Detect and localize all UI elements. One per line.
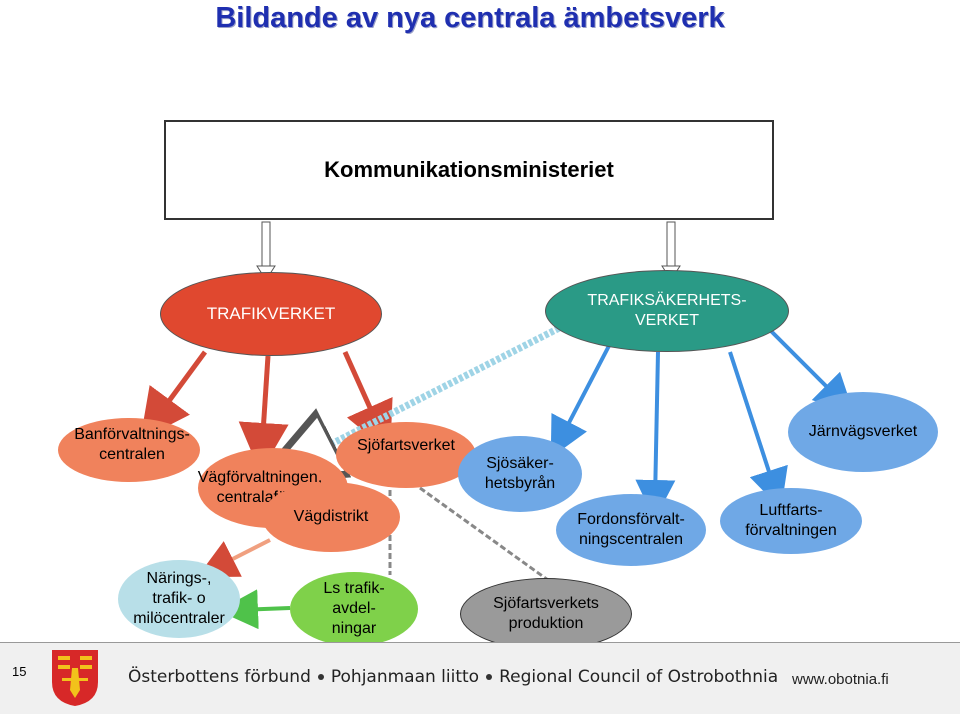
jarnvag-label: Järnvägsverket <box>808 423 918 440</box>
arrow-to-fordon <box>635 351 676 520</box>
footer-org-en: Regional Council of Ostrobothnia <box>499 667 779 687</box>
ls-trafik-label: Ls trafik- avdel- ningar <box>323 580 385 637</box>
footer-bar <box>0 642 960 714</box>
ls-trafik-node: Ls trafik- avdel- ningar <box>290 572 418 646</box>
luftfart-node: Luftfarts- förvaltningen <box>720 488 862 554</box>
narings-node: Närings-, trafik- o milöcentraler <box>118 560 240 638</box>
separator-dot-icon <box>486 674 493 680</box>
arrow-to-banforvaltning <box>140 350 208 441</box>
separator-dot-icon <box>317 674 324 680</box>
page-title: Bildande av nya centrala ämbetsverk <box>215 2 725 34</box>
footer-url-link[interactable]: www.obotnia.fi <box>792 671 889 688</box>
trafikverket-label: TRAFIKVERKET <box>206 304 336 323</box>
jarnvag-node: Järnvägsverket <box>788 392 938 472</box>
arrow-vagdistrikt-to-narings <box>197 538 271 578</box>
page-number: 15 <box>12 664 27 679</box>
arrow-sjofartsverket-to-produktion <box>419 486 549 582</box>
ministry-box: Kommunikationsministeriet <box>164 120 774 220</box>
vagdistrikt-node: Vägdistrikt <box>262 482 400 552</box>
trafiksakerhetsverket-label: TRAFIKSÄKERHETS- VERKET <box>587 292 747 329</box>
banforvaltning-node <box>58 418 200 482</box>
ministry-label: Kommunikationsministeriet <box>324 157 614 182</box>
sjofart-produktion-label: Sjöfartsverkets produktion <box>493 595 599 632</box>
fordon-node: Fordonsförvalt- ningscentralen <box>556 494 706 566</box>
narings-label: Närings-, trafik- o milöcentraler <box>133 570 225 627</box>
arrow-to-luftfart <box>728 351 788 510</box>
sjosakerhet-label: Sjösäker- hetsbyrån <box>484 455 556 492</box>
arrow-dashed-trafiksakerhet-to-vagforvaltning <box>290 316 577 465</box>
sjofartsverket-label: Sjöfartsverket <box>357 437 455 454</box>
footer-organizations: Österbottens förbund Pohjanmaan liitto Reg… <box>128 667 778 687</box>
banforvaltning-label: Banförvaltnings- centralen <box>74 426 190 463</box>
sjofartsverket-node: Sjöfartsverket <box>336 422 476 488</box>
trafiksakerhetsverket-node: TRAFIKSÄKERHETS- VERKET <box>545 270 789 352</box>
sjosakerhet-node: Sjösäker- hetsbyrån <box>458 436 582 512</box>
arrow-ls-to-narings <box>218 589 291 630</box>
vagdistrikt-label: Vägdistrikt <box>293 508 369 525</box>
fordon-label: Fordonsförvalt- ningscentralen <box>577 511 685 548</box>
sjofart-produktion-node: Sjöfartsverkets produktion <box>460 578 632 650</box>
footer-org-sv: Pohjanmaan liitto <box>330 667 480 687</box>
trafikverket-node: TRAFIKVERKET <box>160 272 382 356</box>
coat-of-arms-icon <box>52 650 98 706</box>
arrow-to-jarnvag <box>763 323 855 415</box>
arrow-to-sjosakerhet <box>550 339 614 458</box>
arrow-to-sjofartsverket <box>342 350 393 453</box>
footer-org-fi: Österbottens förbund <box>128 667 311 687</box>
arrow-to-vagforvaltning <box>238 355 289 473</box>
luftfart-label: Luftfarts- förvaltningen <box>745 502 837 539</box>
